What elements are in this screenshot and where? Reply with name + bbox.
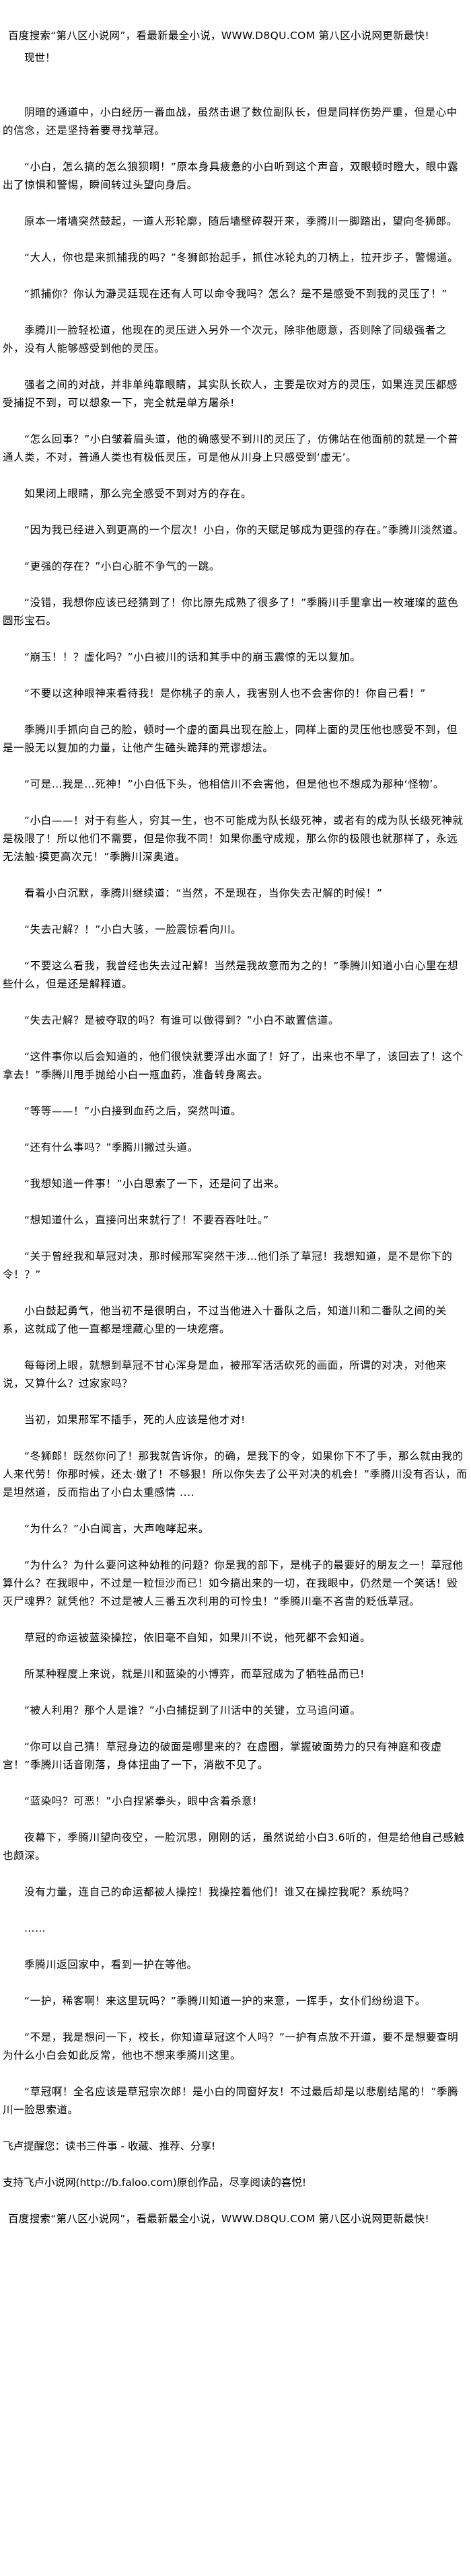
story-paragraph: “不是，我是想问一下，校长，你知道草冠这个人吗？”一护有点放不开道，要不是想要查… xyxy=(3,2031,459,2061)
story-paragraph: “失去卍解？是被夺取的吗？有谁可以做得到？”小白不敢置信道。 xyxy=(24,1014,340,1026)
story-paragraph: “小白，怎么搞的怎么狼狈啊！”原本身具疲惫的小白听到这个声音，双眼顿时瞪大，眼中… xyxy=(3,161,459,191)
chapter-body: 阴暗的通道中，小白经历一番血战，虽然击退了数位副队长，但是同样伤势严重，但是心中… xyxy=(3,104,468,2119)
story-paragraph: “为什么？”小白闻言，大声咆哮起来。 xyxy=(24,1523,209,1535)
chapter-page: 百度搜索“第八区小说网”，看最新最全小说，WWW.D8QU.COM 第八区小说网… xyxy=(3,30,468,2225)
story-paragraph: 夜幕下，季腾川望向夜空，一脸沉思，刚刚的话，虽然说给小白3.6听的，但是给他自己… xyxy=(3,1831,465,1862)
story-paragraph: “更强的存在？”小白心脏不争气的一跳。 xyxy=(24,560,220,572)
story-paragraph: 当初，如果邢军不插手，死的人应该是他才对! xyxy=(24,1414,246,1426)
story-paragraph: “冬狮郎！既然你问了！那我就告诉你，的确，是我下的令，如果你下不了手，那么就由我… xyxy=(3,1450,468,1499)
story-paragraph: “关于曾经我和草冠对决，那时候邢军突然干涉…他们杀了草冠！我想知道，是不是你下的… xyxy=(3,1250,453,1281)
story-paragraph: “抓捕你？你认为瀞灵廷现在还有人可以命令我吗？怎么？是不是感受不到我的灵压了！” xyxy=(24,288,448,300)
story-paragraph: 看着小白沉默，季腾川继续道：“当然，不是现在，当你失去卍解的时候！” xyxy=(24,887,383,899)
story-paragraph: “失去卍解？！”小白大骇，一脸震惊看向川。 xyxy=(24,923,242,936)
story-paragraph: “崩玉！！？虚化吗？”小白被川的话和其手中的崩玉震惊的无以复加。 xyxy=(24,651,361,663)
story-paragraph: “这件事你以后会知道的，他们很快就要浮出水面了！好了，出来也不早了，该回去了！这… xyxy=(3,1051,464,1081)
story-paragraph: 草冠的命运被蓝染操控，依旧毫不自知，如果川不说，他死都不会知道。 xyxy=(24,1632,371,1644)
story-paragraph: “不要这么看我，我曾经也失去过卍解！当然是我故意而为之的！”季腾川知道小白心里在… xyxy=(3,960,459,990)
story-paragraph: “你可以自己猜！草冠身边的破面是哪里来的？在虚圈，掌握破面势力的只有神庭和夜虚宫… xyxy=(3,1741,442,1771)
story-paragraph: 如果闭上眼睛，那么完全感受不到对方的存在。 xyxy=(24,488,252,500)
faloo-reminder: 飞卢提醒您：读书三件事 - 收藏、推荐、分享! xyxy=(3,2140,216,2152)
story-paragraph: “小白——！对于有些人，穷其一生，也不可能成为队长级死神，或者有的成为队长级死神… xyxy=(3,815,464,863)
story-paragraph: …… xyxy=(24,1922,46,1934)
chapter-title: 现世！ xyxy=(24,52,56,64)
story-paragraph: “怎么回事？”小白皱着眉头道，他的确感受不到川的灵压了，仿佛站在他面前的就是一个… xyxy=(3,433,459,463)
story-paragraph: 季腾川返回家中，看到一护在等他。 xyxy=(24,1959,198,1971)
site-banner-top: 百度搜索“第八区小说网”，看最新最全小说，WWW.D8QU.COM 第八区小说网… xyxy=(8,30,429,42)
story-paragraph: “草冠啊！全名应该是草冠宗次郎！是小白的同窗好友！不过最后却是以悲剧结尾的！”季… xyxy=(3,2086,459,2116)
story-paragraph: 所某种程度上来说，就是川和蓝染的小博弈，而草冠成为了牺牲品而已! xyxy=(24,1668,365,1680)
story-paragraph: “不要以这种眼神来看待我！是你桃子的亲人，我害别人也不会害你的！你自己看！” xyxy=(24,687,426,699)
story-paragraph: “我想知道一件事！”小白思索了一下，还是问了出来。 xyxy=(24,1178,285,1190)
story-paragraph: “蓝染吗？可恶！”小白捏紧拳头，眼中含着杀意! xyxy=(24,1795,258,1807)
story-paragraph: 原本一堵墙突然鼓起，一道人形轮廓，随后墙壁碎裂开来，季腾川一脚踏出，望向冬狮郎。 xyxy=(24,215,458,227)
story-paragraph: 每每闭上眼，就想到草冠不甘心浑身是血，被邢军活活砍死的画面，所谓的对决，对他来说… xyxy=(3,1359,447,1390)
story-paragraph: “可是…我是…死神！”小白低下头，他相信川不会害他，但是他也不想成为那种‘怪物’… xyxy=(24,778,445,790)
story-paragraph: “没错，我想你应该已经猜到了！你比原先成熟了很多了！”季腾川手里拿出一枚璀璨的蓝… xyxy=(3,597,459,627)
story-paragraph: “等等——！”小白接到血药之后，突然叫道。 xyxy=(24,1105,242,1117)
story-paragraph: “为什么？为什么要问这种幼稚的问题？你是我的部下，是桃子的最要好的朋友之一！草冠… xyxy=(3,1559,464,1607)
story-paragraph: “被人利用？那个人是谁？”小白捕捉到了川话中的关键，立马追问道。 xyxy=(24,1704,361,1716)
site-banner-bottom: 百度搜索“第八区小说网”，看最新最全小说，WWW.D8QU.COM 第八区小说网… xyxy=(8,2213,429,2225)
story-paragraph: 强者之间的对战，并非单纯靠眼睛，其实队长砍人，主要是砍对方的灵压，如果连灵压都感… xyxy=(3,379,458,409)
story-paragraph: “因为我已经进入到更高的一个层次！小白，你的天赋足够成为更强的存在。”季腾川淡然… xyxy=(24,524,464,536)
story-paragraph: 季腾川手抓向自己的脸，顿时一个虚的面具出现在脸上，同样上面的灵压他也感受不到，但… xyxy=(3,724,458,754)
story-paragraph: “还有什么事吗？”季腾川撇过头道。 xyxy=(24,1141,198,1153)
story-paragraph: “大人，你也是来抓捕我的吗？”冬狮郎抬起手，抓住冰轮丸的刀柄上，拉开步子，警惕道… xyxy=(24,252,459,264)
story-paragraph: “一护，稀客啊！来这里玩吗？”季腾川知道一护的来意，一挥手，女仆们纷纷退下。 xyxy=(24,1995,426,2007)
story-paragraph: 季腾川一脸轻松道，他现在的灵压进入另外一个次元，除非他愿意，否则除了同级强者之外… xyxy=(3,324,447,354)
story-paragraph: 没有力量，连自己的命运都被人操控！我操控着他们！谁又在操控我呢？系统吗？ xyxy=(24,1886,414,1898)
story-paragraph: 阴暗的通道中，小白经历一番血战，虽然击退了数位副队长，但是同样伤势严重，但是心中… xyxy=(3,106,458,137)
story-paragraph: 小白鼓起勇气，他当初不是很明白，不过当他进入十番队之后，知道川和二番队之间的关系… xyxy=(3,1305,447,1335)
story-paragraph: “想知道什么，直接问出来就行了！不要吞吞吐吐。” xyxy=(24,1214,269,1226)
faloo-support-note: 支持飞卢小说网(http://b.faloo.com)原创作品，尽享阅读的喜悦! xyxy=(3,2176,307,2189)
